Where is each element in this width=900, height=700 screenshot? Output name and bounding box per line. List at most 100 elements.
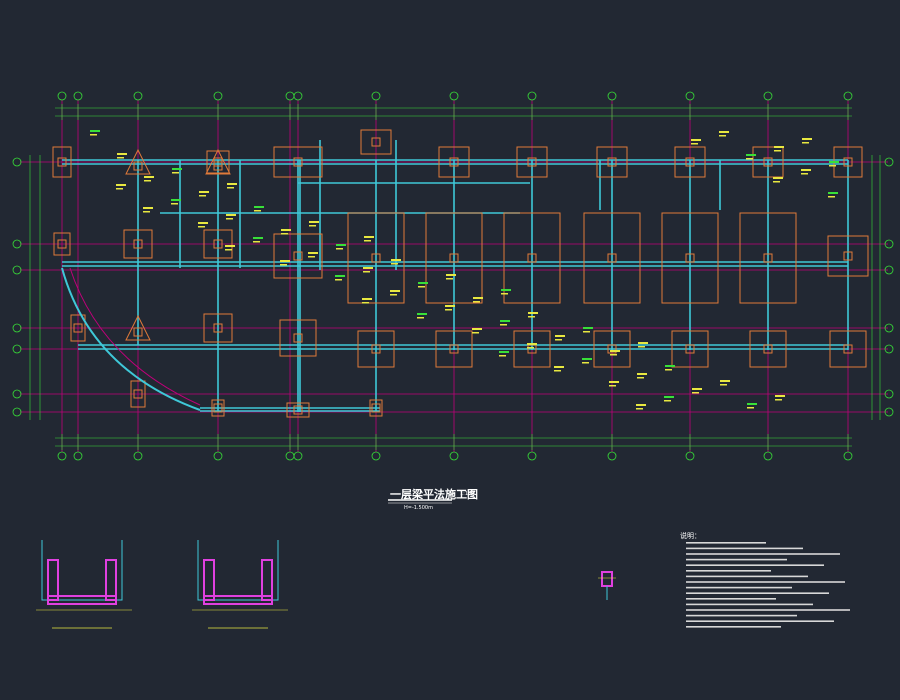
footing (211, 399, 225, 417)
beam-annotation-mark (664, 400, 671, 402)
note-line (686, 553, 840, 555)
footing (123, 229, 153, 259)
beam-annotation-mark (418, 286, 425, 288)
column-footings (52, 129, 869, 418)
beam-annotation-mark (527, 347, 534, 349)
beam-annotation-mark (609, 385, 616, 387)
beam-annotation-mark (829, 161, 839, 163)
beam-annotation-mark (417, 313, 427, 315)
column (133, 389, 143, 399)
column (371, 137, 381, 147)
axis-bubble (12, 323, 22, 333)
beam-section-details (36, 540, 288, 629)
beam-annotation-mark (719, 135, 726, 137)
dimension-lines (29, 104, 881, 450)
note-line (686, 603, 813, 606)
footing (503, 212, 561, 304)
note-line (686, 581, 845, 583)
footing (205, 148, 231, 175)
beam-annotation-mark (691, 143, 698, 145)
beam-annotation-mark (309, 225, 316, 227)
beam-annotation-mark (117, 153, 127, 155)
column (763, 157, 773, 167)
beam-annotation-mark (445, 305, 455, 307)
note-line (686, 570, 771, 572)
footing (273, 146, 323, 178)
axis-bubble (213, 91, 223, 101)
note-line (686, 609, 850, 611)
beam-annotation-mark (774, 150, 781, 152)
column (213, 161, 223, 171)
beam-annotation-mark (417, 317, 424, 319)
beam-annotation-mark (280, 260, 290, 262)
beam-annotation-mark (308, 252, 318, 254)
footing (829, 330, 867, 368)
column (293, 405, 303, 415)
beam-annotation-mark (554, 370, 561, 372)
column (685, 344, 695, 354)
axis-bubble (12, 407, 22, 417)
beam-annotation-mark (609, 381, 619, 383)
beam-annotation-mark (172, 172, 179, 174)
beam-annotation-mark (555, 335, 565, 337)
elevation-note: H=-1.500m (404, 505, 433, 511)
axis-bubble (449, 91, 459, 101)
note-line (686, 542, 766, 544)
beam-annotation-mark (336, 244, 346, 246)
beam-annotation-mark (582, 362, 589, 364)
axis-bubble (527, 451, 537, 461)
section-wall (203, 559, 215, 601)
column (293, 333, 303, 343)
beam-annotation-mark (227, 183, 237, 185)
beam-annotation-mark (253, 241, 260, 243)
column (685, 253, 695, 263)
column (213, 323, 223, 333)
section-wall (261, 559, 273, 601)
beam-annotation-mark (528, 316, 535, 318)
beam-annotation-mark (501, 293, 508, 295)
footing (425, 212, 483, 304)
axis-bubble (607, 91, 617, 101)
footing (130, 380, 146, 408)
column-detail (598, 571, 616, 600)
beam-annotation-mark (746, 158, 753, 160)
beam-annotation-mark (775, 395, 785, 397)
axis-bubble (293, 91, 303, 101)
beam-annotation-mark (802, 138, 812, 140)
axis-bubble (73, 91, 83, 101)
footing (739, 212, 797, 304)
note-line (686, 564, 824, 566)
column (449, 253, 459, 263)
column (371, 344, 381, 354)
column (843, 344, 853, 354)
section-wall (105, 559, 117, 601)
footing (52, 146, 72, 178)
note-line (686, 575, 808, 578)
beam-annotation-mark (583, 331, 590, 333)
beam-annotation-mark (802, 142, 809, 144)
beam-annotation-mark (636, 408, 643, 410)
axis-bubble (133, 91, 143, 101)
beam-annotation-mark (610, 350, 620, 352)
axis-bubble (371, 451, 381, 461)
beam-annotation-mark (144, 176, 154, 178)
beam-annotation-mark (363, 271, 370, 273)
column (371, 403, 381, 413)
axis-bubble (884, 265, 894, 275)
beam-annotation-mark (363, 267, 373, 269)
beam-annotation-mark (828, 196, 835, 198)
column (607, 157, 617, 167)
column (527, 157, 537, 167)
general-notes (686, 542, 850, 628)
beam-annotation-mark (90, 130, 100, 132)
footing (752, 146, 784, 178)
column (371, 253, 381, 263)
beam-annotation-mark (773, 181, 780, 183)
footing (596, 146, 628, 178)
column (293, 157, 303, 167)
beam-annotation-mark (472, 332, 479, 334)
beam-annotation-mark (143, 207, 153, 209)
drawing-title: 一层梁平法施工图 (390, 488, 478, 501)
note-line (686, 592, 829, 594)
beam-annotation-mark (254, 210, 261, 212)
